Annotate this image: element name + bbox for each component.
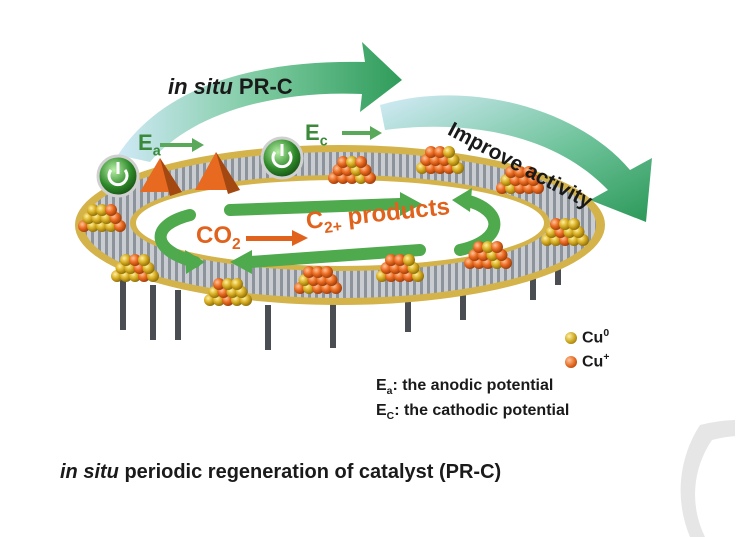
cuplus-atom <box>514 166 526 178</box>
cycle-arrowheads <box>185 188 472 274</box>
nanoparticle-cluster <box>111 254 159 282</box>
cycle-arrows <box>154 194 501 268</box>
cu0-atom <box>568 218 580 230</box>
cuplus-atom <box>337 156 349 168</box>
right-curved-arrow <box>380 95 652 222</box>
cu0-atom <box>96 204 108 216</box>
cuplus-atom <box>129 254 141 266</box>
nanoparticle-cluster <box>294 266 342 294</box>
cuplus-atom <box>425 146 437 158</box>
cu0-atom <box>403 254 415 266</box>
nanoparticle-cluster <box>496 166 544 194</box>
cu0-atom <box>482 241 494 253</box>
cuplus-atom <box>434 146 446 158</box>
cuplus-atom <box>321 266 333 278</box>
nanoparticle-cluster <box>328 156 376 184</box>
legend-cuplus: Cu+ <box>565 352 609 371</box>
nanoparticle-cluster <box>416 146 464 174</box>
cu0-atom <box>222 278 234 290</box>
definition-anodic: Ea: the anodic potential <box>376 377 554 398</box>
cuplus-atom <box>523 166 535 178</box>
cuplus-atom <box>213 278 225 290</box>
cu0-dot <box>565 332 577 345</box>
nanoparticle-cluster <box>541 218 589 246</box>
cuplus-atom <box>105 204 117 216</box>
cu0-atom <box>87 204 99 216</box>
cuplus-atom <box>355 156 367 168</box>
cuplus-atom <box>303 266 315 278</box>
anodic-label: Ea <box>138 130 161 160</box>
cuplus-atom <box>491 241 503 253</box>
cuplus-atom <box>505 166 517 178</box>
top-curved-arrow <box>118 42 402 162</box>
reaction-arrow <box>246 230 308 246</box>
cuplus-atom <box>473 241 485 253</box>
cu0-atom <box>120 254 132 266</box>
definition-cathodic: EC: the cathodic potential <box>376 402 570 423</box>
nanoparticle-cluster <box>78 204 126 232</box>
nanoparticle-cluster <box>204 278 252 306</box>
cuplus-atom <box>312 266 324 278</box>
top-arrow-label: in situ PR-C <box>168 74 293 100</box>
power-icon <box>260 136 304 180</box>
reaction-reactant: CO2 <box>196 222 241 253</box>
nanoparticle-cluster <box>376 254 424 282</box>
cu0-atom <box>138 254 150 266</box>
cathodic-label: Ec <box>305 120 328 150</box>
cu0-atom <box>443 146 455 158</box>
cu-clusters <box>78 146 589 306</box>
legend-cu0: Cu0 <box>565 328 609 347</box>
cuplus-atom <box>394 254 406 266</box>
cuplus-atom <box>550 218 562 230</box>
potential-arrows <box>160 126 382 152</box>
cuplus-atom <box>385 254 397 266</box>
figure-caption: in situ periodic regeneration of catalys… <box>60 461 502 483</box>
power-icon <box>96 154 140 198</box>
top-arrow-rest: PR-C <box>232 74 293 99</box>
cu-plus-pyramids <box>140 152 240 196</box>
top-arrow-em: in situ <box>168 74 233 99</box>
cu0-atom <box>346 156 358 168</box>
cu0-atom <box>559 218 571 230</box>
cu0-atom <box>231 278 243 290</box>
cuplus-dot <box>565 356 577 369</box>
nanoparticle-cluster <box>464 241 512 269</box>
watermark-arc <box>680 420 737 537</box>
